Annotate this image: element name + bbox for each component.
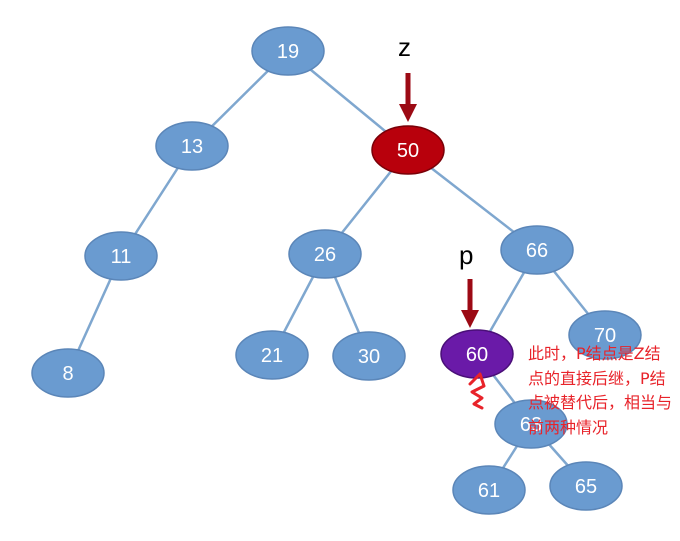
z-pointer-arrow-head <box>399 104 417 122</box>
tree-node-11: 11 <box>84 231 158 281</box>
node-label: 21 <box>261 345 283 367</box>
node-ellipse <box>371 125 445 175</box>
node-ellipse <box>288 229 362 279</box>
tree-node-21: 21 <box>235 330 309 380</box>
node-label: 11 <box>111 246 132 268</box>
p-pointer-label: p <box>459 240 473 270</box>
node-label: 65 <box>575 476 597 498</box>
node-label: 13 <box>181 136 203 158</box>
node-label: 50 <box>397 140 419 162</box>
node-ellipse <box>332 331 406 381</box>
node-label: 60 <box>466 344 488 366</box>
tree-node-63: 63 <box>494 399 568 449</box>
node-label: 61 <box>478 480 500 502</box>
pointer-arrows: z p <box>398 32 479 328</box>
node-label: 63 <box>520 414 542 436</box>
node-label: 30 <box>358 346 380 368</box>
node-ellipse <box>31 348 105 398</box>
node-label: 66 <box>526 240 548 262</box>
node-ellipse <box>251 26 325 76</box>
z-pointer-label: z <box>398 32 411 62</box>
tree-node-26: 26 <box>288 229 362 279</box>
node-ellipse <box>494 399 568 449</box>
node-ellipse <box>235 330 309 380</box>
node-ellipse <box>155 121 229 171</box>
tree-node-19: 19 <box>251 26 325 76</box>
tree-node-13: 13 <box>155 121 229 171</box>
node-ellipse <box>452 465 526 515</box>
node-label: 70 <box>594 325 616 347</box>
node-label: 19 <box>277 41 299 63</box>
node-label: 26 <box>314 244 336 266</box>
node-ellipse <box>500 225 574 275</box>
node-label: 8 <box>62 363 73 385</box>
node-ellipse <box>84 231 158 281</box>
p-pointer-arrow-head <box>461 310 479 328</box>
handwritten-mark <box>468 372 486 410</box>
tree-node-70: 70 <box>568 310 642 360</box>
tree-node-60: 60 <box>440 329 514 379</box>
node-ellipse <box>549 461 623 511</box>
tree-nodes: 19 13 50 11 26 66 8 21 30 60 70 63 61 65 <box>31 26 642 515</box>
tree-node-61: 61 <box>452 465 526 515</box>
tree-node-65: 65 <box>549 461 623 511</box>
tree-node-66: 66 <box>500 225 574 275</box>
tree-node-30: 30 <box>332 331 406 381</box>
tree-node-8: 8 <box>31 348 105 398</box>
node-ellipse <box>568 310 642 360</box>
annotation-note: 此时，P结点是Z结点的直接后继，P结点被替代后，相当与前两种情况 <box>528 344 673 437</box>
tree-node-50: 50 <box>371 125 445 175</box>
